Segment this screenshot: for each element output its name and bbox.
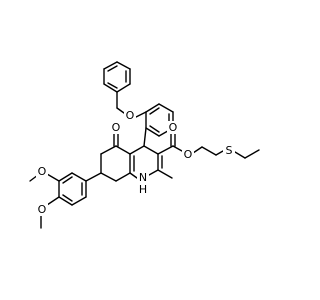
svg-text:O: O xyxy=(112,121,121,134)
svg-text:N: N xyxy=(139,171,147,184)
aryl-c4-bond xyxy=(143,127,147,147)
atom-label-o-methoxy-2: O xyxy=(36,203,48,216)
svg-text:S: S xyxy=(226,144,233,157)
atom-label-o-ketone: O xyxy=(110,121,122,134)
structural-formula: O O O O S N H O O xyxy=(29,61,260,229)
ethylsulfanyl-ethyl-chain xyxy=(192,146,260,159)
atom-label-o-ester-carbonyl: O xyxy=(167,121,179,134)
svg-text:O: O xyxy=(184,148,193,161)
methyl-bond xyxy=(157,169,173,179)
dimethoxyphenyl-ring xyxy=(58,172,87,206)
ketone-carbonyl xyxy=(113,133,119,147)
atom-label-n: N xyxy=(137,171,149,184)
atom-label-o-benzyl: O xyxy=(124,109,136,122)
methoxy-groups xyxy=(29,173,60,229)
benzyl-phenyl-ring xyxy=(103,61,131,93)
atom-label-s: S xyxy=(223,144,235,157)
svg-text:O: O xyxy=(38,203,47,216)
dihydropyridine-ring xyxy=(129,145,163,179)
svg-text:O: O xyxy=(169,121,178,134)
svg-text:H: H xyxy=(139,183,147,196)
atom-label-o-methoxy-1: O xyxy=(36,165,48,178)
svg-text:O: O xyxy=(126,109,135,122)
svg-text:O: O xyxy=(38,165,47,178)
ester-group xyxy=(157,133,183,155)
cyclohexenone-ring xyxy=(100,145,131,182)
atom-label-o-ester: O xyxy=(182,148,194,161)
c7-aryl-bond xyxy=(85,172,102,182)
benzyloxy-linker xyxy=(116,91,147,118)
atom-label-h: H xyxy=(139,183,147,196)
